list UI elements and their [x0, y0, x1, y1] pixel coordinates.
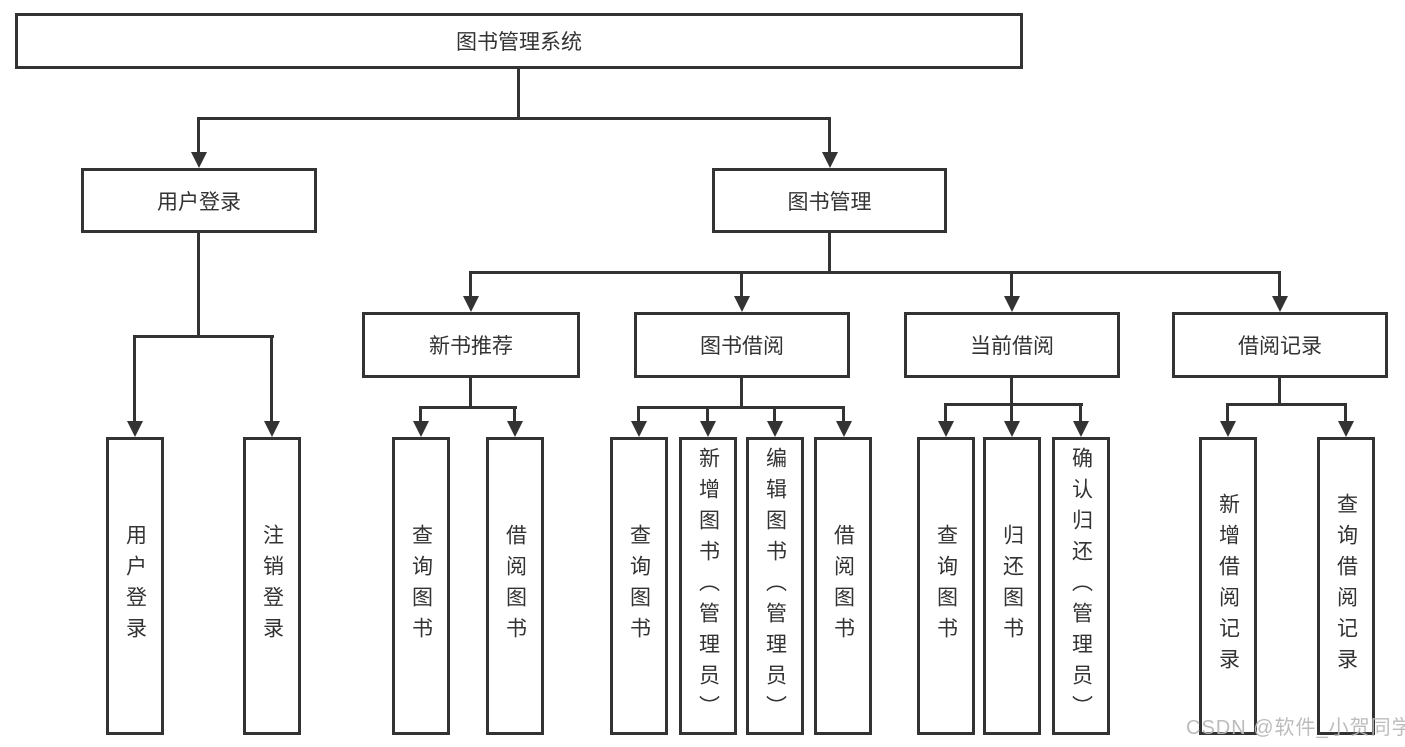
arrow-down-icon	[631, 421, 647, 437]
connector-recommend-children	[419, 406, 517, 409]
connector-shaft	[1079, 403, 1082, 423]
connector-userlogin-stem	[197, 231, 200, 338]
connector-shaft	[773, 406, 776, 423]
arrow-down-icon	[264, 421, 280, 437]
node-user-login: 用户登录	[81, 168, 317, 233]
connector-shaft	[419, 406, 422, 423]
connector-current-children	[944, 403, 1083, 406]
connector-shaft	[270, 335, 273, 423]
node-new-book-recommendation: 新书推荐	[362, 312, 580, 378]
leaf-logout: 注销登录	[243, 437, 301, 735]
connector-shaft	[1010, 403, 1013, 423]
leaf-user-login: 用户登录	[106, 437, 164, 735]
arrow-down-icon	[822, 152, 838, 168]
arrow-down-icon	[767, 421, 783, 437]
arrow-down-icon	[1073, 421, 1089, 437]
connector-shaft	[706, 406, 709, 423]
node-current-borrowing: 当前借阅	[904, 312, 1120, 378]
connector-shaft	[1278, 271, 1281, 298]
leaf-add-books-admin: 新增图书（管理员）	[679, 437, 737, 735]
arrow-down-icon	[1272, 296, 1288, 312]
arrow-down-icon	[1004, 296, 1020, 312]
leaf-borrow-books-recommend: 借阅图书	[486, 437, 544, 735]
leaf-confirm-return-admin: 确认归还（管理员）	[1052, 437, 1110, 735]
arrow-down-icon	[1220, 421, 1236, 437]
connector-recommend-stem	[469, 376, 472, 409]
leaf-return-books: 归还图书	[983, 437, 1041, 735]
arrow-down-icon	[734, 296, 750, 312]
node-book-borrowing: 图书借阅	[634, 312, 850, 378]
connector-root-stem	[517, 67, 520, 120]
connector-records-children	[1226, 403, 1347, 406]
connector-current-stem	[1010, 376, 1013, 406]
arrow-down-icon	[507, 421, 523, 437]
connector-bookmgmt-stem	[828, 231, 831, 274]
connector-shaft	[1010, 271, 1013, 298]
arrow-down-icon	[1004, 421, 1020, 437]
arrow-down-icon	[127, 421, 143, 437]
leaf-edit-books-admin: 编辑图书（管理员）	[746, 437, 804, 735]
connector-shaft	[1344, 403, 1347, 423]
connector-shaft	[944, 403, 947, 423]
arrow-down-icon	[413, 421, 429, 437]
leaf-borrow-books-borrowing: 借阅图书	[814, 437, 872, 735]
leaf-add-borrow-record: 新增借阅记录	[1199, 437, 1257, 735]
watermark: CSDN @软件_小贺同学	[1186, 717, 1405, 739]
leaf-query-books-current: 查询图书	[917, 437, 975, 735]
connector-shaft	[740, 271, 743, 298]
connector-shaft	[133, 335, 136, 423]
node-library-management-system: 图书管理系统	[15, 13, 1023, 69]
connector-userlogin-children	[133, 335, 274, 338]
connector-level2	[197, 117, 831, 120]
arrow-down-icon	[191, 152, 207, 168]
arrow-down-icon	[700, 421, 716, 437]
connector-level3	[469, 271, 1281, 274]
connector-borrowing-children	[637, 406, 845, 409]
leaf-query-books-borrowing: 查询图书	[610, 437, 668, 735]
leaf-query-books-recommend: 查询图书	[392, 437, 450, 735]
connector-shaft	[197, 117, 200, 155]
connector-shaft	[513, 406, 516, 423]
connector-shaft	[1226, 403, 1229, 423]
connector-borrowing-stem	[740, 376, 743, 409]
node-book-management: 图书管理	[712, 168, 947, 233]
node-borrowing-records: 借阅记录	[1172, 312, 1388, 378]
connector-shaft	[469, 271, 472, 298]
leaf-query-borrow-record: 查询借阅记录	[1317, 437, 1375, 735]
connector-records-stem	[1278, 376, 1281, 406]
arrow-down-icon	[1338, 421, 1354, 437]
connector-shaft	[828, 117, 831, 155]
arrow-down-icon	[836, 421, 852, 437]
arrow-down-icon	[938, 421, 954, 437]
connector-shaft	[842, 406, 845, 423]
arrow-down-icon	[463, 296, 479, 312]
connector-shaft	[637, 406, 640, 423]
